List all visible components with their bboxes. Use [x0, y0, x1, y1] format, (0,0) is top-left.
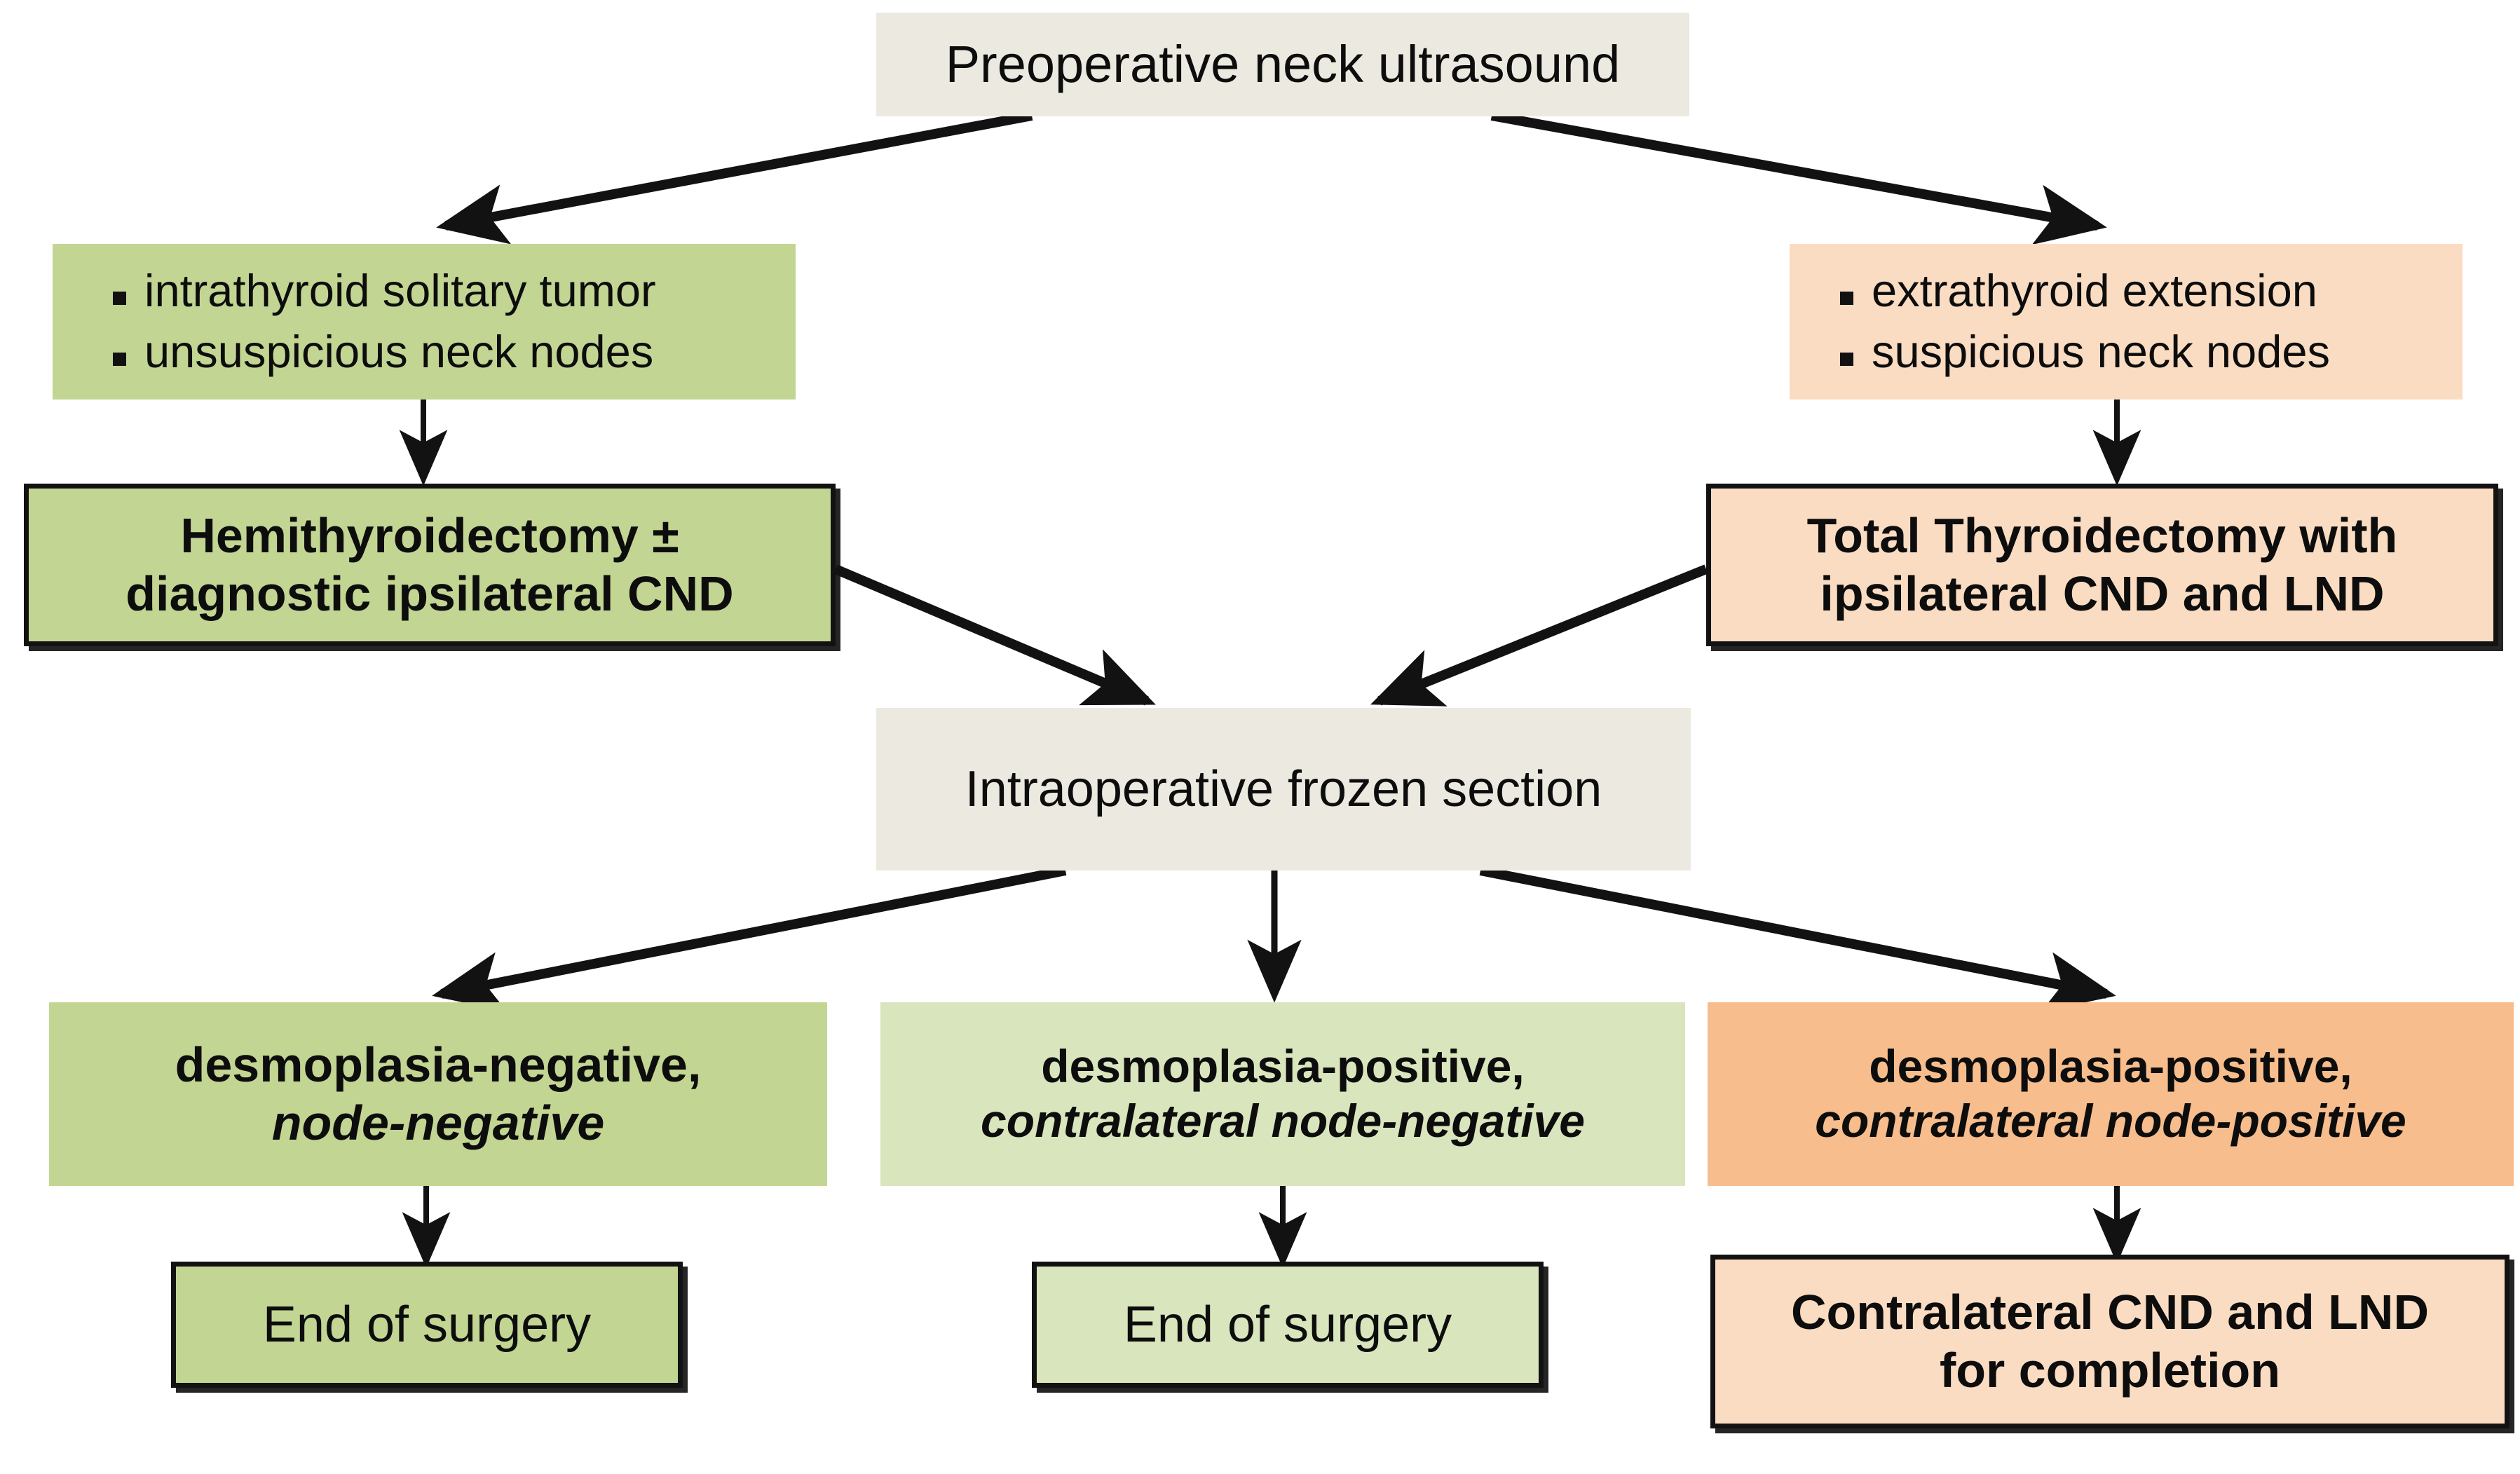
- edge-frozen-to-result-left: [432, 866, 1067, 1012]
- node-end-of-surgery-mid[interactable]: End of surgery: [1032, 1262, 1544, 1388]
- bullet-square-icon: [113, 292, 126, 306]
- left-criteria-bullet-list: intrathyroid solitary tumor unsuspicious…: [53, 257, 796, 385]
- node-result-desmoplasia-positive-node-negative[interactable]: desmoplasia-positive, contralateral node…: [880, 1002, 1685, 1186]
- result-left-line1: desmoplasia-negative,: [175, 1037, 702, 1093]
- result-right-line2: contralateral node-positive: [1815, 1095, 2406, 1147]
- end-of-surgery-left-label: End of surgery: [262, 1296, 592, 1353]
- frozen-section-label: Intraoperative frozen section: [965, 760, 1602, 817]
- bullet-square-icon: [113, 353, 126, 366]
- edge-root-to-left-criteria: [436, 111, 1033, 245]
- list-item: intrathyroid solitary tumor: [113, 264, 796, 318]
- total-thyroidectomy-line2: ipsilateral CND and LND: [1820, 566, 2385, 621]
- edge-right-surgery-to-frozen: [1370, 564, 1708, 707]
- list-item: extrathyroid extension: [1840, 264, 2463, 318]
- right-criteria-bullet-1: extrathyroid extension: [1872, 265, 2317, 317]
- list-item: suspicious neck nodes: [1840, 325, 2463, 379]
- total-thyroidectomy-line1: Total Thyroidectomy with: [1806, 508, 2398, 564]
- hemithyroidectomy-line2: diagnostic ipsilateral CND: [125, 566, 734, 621]
- edge-frozen-to-result-right: [1479, 866, 2116, 1012]
- node-end-of-surgery-left[interactable]: End of surgery: [171, 1262, 683, 1388]
- right-criteria-bullet-list: extrathyroid extension suspicious neck n…: [1790, 257, 2463, 385]
- node-intraoperative-frozen-section[interactable]: Intraoperative frozen section: [876, 708, 1691, 871]
- bullet-square-icon: [1840, 292, 1853, 306]
- node-total-thyroidectomy[interactable]: Total Thyroidectomy with ipsilateral CND…: [1706, 484, 2498, 646]
- result-right-line1: desmoplasia-positive,: [1869, 1040, 2352, 1093]
- hemithyroidectomy-line1: Hemithyroidectomy ±: [180, 508, 679, 564]
- result-mid-line1: desmoplasia-positive,: [1041, 1040, 1525, 1093]
- contralateral-completion-line2: for completion: [1939, 1343, 2281, 1398]
- right-criteria-bullet-2: suspicious neck nodes: [1872, 326, 2330, 377]
- node-result-desmoplasia-positive-node-positive[interactable]: desmoplasia-positive, contralateral node…: [1708, 1002, 2514, 1186]
- left-criteria-bullet-2: unsuspicious neck nodes: [144, 326, 654, 377]
- bullet-square-icon: [1840, 353, 1853, 366]
- left-criteria-bullet-1: intrathyroid solitary tumor: [144, 265, 656, 317]
- node-right-criteria[interactable]: extrathyroid extension suspicious neck n…: [1790, 244, 2463, 400]
- node-root-label: Preoperative neck ultrasound: [945, 35, 1621, 94]
- end-of-surgery-mid-label: End of surgery: [1123, 1296, 1452, 1353]
- node-preoperative-neck-ultrasound[interactable]: Preoperative neck ultrasound: [876, 13, 1689, 116]
- node-hemithyroidectomy[interactable]: Hemithyroidectomy ± diagnostic ipsilater…: [24, 484, 836, 646]
- node-left-criteria[interactable]: intrathyroid solitary tumor unsuspicious…: [53, 244, 796, 400]
- contralateral-completion-line1: Contralateral CND and LND: [1790, 1285, 2430, 1340]
- edge-left-surgery-to-frozen: [833, 564, 1156, 706]
- result-left-line2: node-negative: [271, 1096, 605, 1150]
- node-result-desmoplasia-negative[interactable]: desmoplasia-negative, node-negative: [49, 1002, 827, 1186]
- result-mid-line2: contralateral node-negative: [981, 1095, 1585, 1147]
- edge-root-to-right-criteria: [1490, 111, 2107, 245]
- node-contralateral-cnd-lnd-completion[interactable]: Contralateral CND and LND for completion: [1710, 1255, 2509, 1428]
- list-item: unsuspicious neck nodes: [113, 325, 796, 379]
